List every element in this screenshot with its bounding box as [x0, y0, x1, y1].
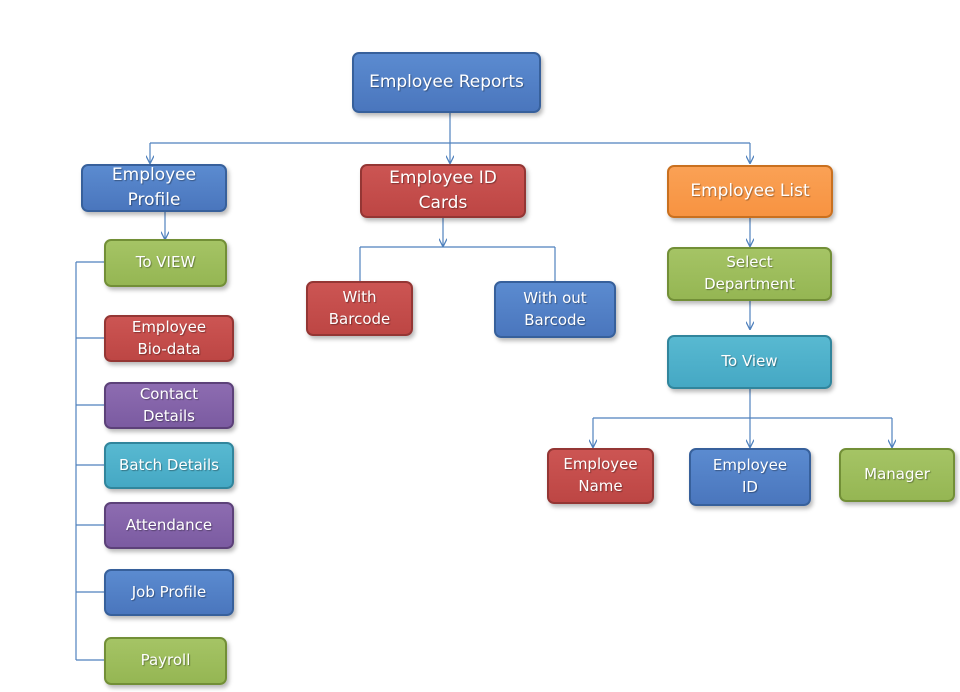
node-employee-profile: Employee Profile: [81, 164, 227, 212]
node-label: Manager: [864, 465, 930, 484]
node-label: Employee ID: [712, 456, 788, 496]
node-job-profile: Job Profile: [104, 569, 234, 616]
node-label: With Barcode: [328, 287, 391, 328]
node-employee-reports: Employee Reports: [352, 52, 541, 113]
node-label: Employee Name: [563, 455, 638, 495]
node-with-barcode: With Barcode: [306, 281, 413, 336]
node-manager: Manager: [839, 448, 955, 502]
node-label: Payroll: [140, 651, 191, 670]
node-attendance: Attendance: [104, 502, 234, 549]
node-batch-details: Batch Details: [104, 442, 234, 489]
node-label: Employee Reports: [369, 72, 524, 93]
node-without-barcode: With out Barcode: [494, 281, 616, 338]
node-label: To View: [721, 352, 778, 371]
node-label: Select Department: [704, 253, 795, 293]
node-label: With out Barcode: [523, 288, 587, 329]
node-to-view-profile: To VIEW: [104, 239, 227, 287]
node-label: Attendance: [125, 515, 213, 534]
node-select-department: Select Department: [667, 247, 832, 301]
node-label: Contact Details: [139, 384, 199, 425]
node-label: Batch Details: [119, 455, 219, 474]
node-label: Employee Profile: [111, 165, 197, 210]
node-employee-id: Employee ID: [689, 448, 811, 506]
node-employee-list: Employee List: [667, 165, 833, 218]
node-employee-name: Employee Name: [547, 448, 654, 504]
node-employee-bio-data: Employee Bio-data: [104, 315, 234, 362]
node-contact-details: Contact Details: [104, 382, 234, 429]
node-label: Employee ID Cards: [389, 168, 497, 213]
node-label: Employee Bio-data: [131, 317, 207, 358]
node-label: Job Profile: [131, 582, 207, 601]
node-employee-id-cards: Employee ID Cards: [360, 164, 526, 218]
node-to-view-list: To View: [667, 335, 832, 389]
node-label: To VIEW: [135, 253, 196, 272]
node-payroll: Payroll: [104, 637, 227, 685]
node-label: Employee List: [690, 181, 810, 202]
